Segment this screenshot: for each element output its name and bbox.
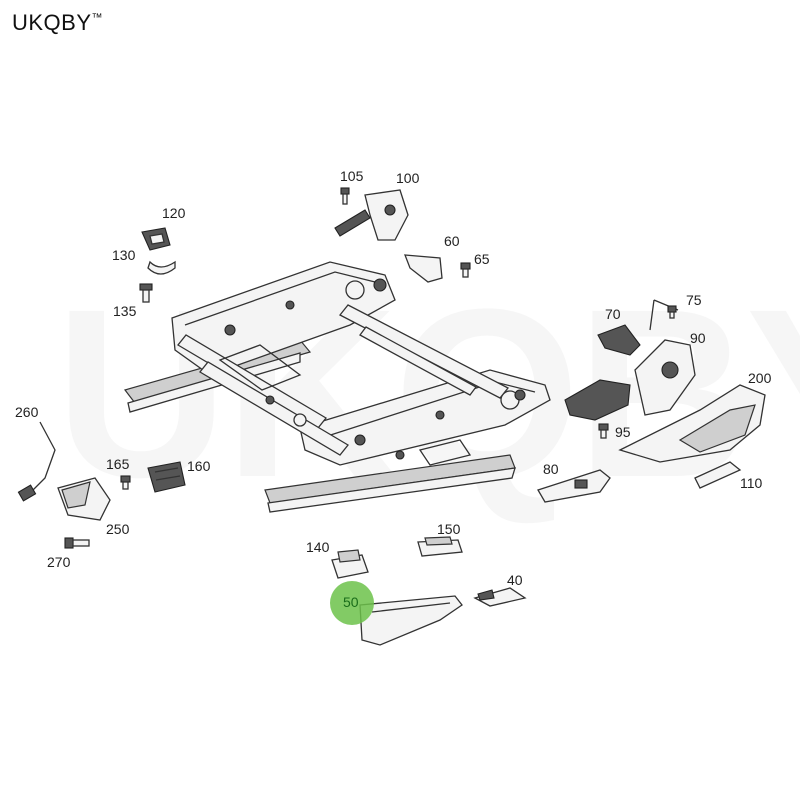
label-130: 130 [112, 247, 136, 263]
part-65-screw [460, 262, 471, 278]
label-200: 200 [748, 370, 772, 386]
label-60: 60 [444, 233, 460, 249]
part-150-clip [417, 536, 463, 557]
part-140-clip [331, 549, 369, 579]
part-110-trim [694, 461, 742, 489]
label-40: 40 [507, 572, 523, 588]
part-100-hinge-bracket [334, 189, 409, 241]
label-50: 50 [343, 594, 359, 610]
part-260-cable [17, 421, 56, 502]
label-100: 100 [396, 170, 420, 186]
part-130-clip [147, 260, 176, 275]
part-120-bracket [141, 227, 171, 251]
label-250: 250 [106, 521, 130, 537]
label-95: 95 [615, 424, 631, 440]
part-80-cover [537, 469, 611, 503]
label-165: 165 [106, 456, 130, 472]
label-65: 65 [474, 251, 490, 267]
brand-name: UKQBY [12, 10, 92, 35]
part-160-connector [147, 461, 186, 493]
part-75-screw [649, 299, 679, 331]
part-105-bolt [340, 187, 350, 205]
label-260: 260 [15, 404, 39, 420]
label-80: 80 [543, 461, 559, 477]
label-135: 135 [113, 303, 137, 319]
brand-trademark: ™ [91, 12, 104, 24]
part-200-side-trim [618, 384, 766, 463]
brand-logo: UKQBY™ [12, 10, 103, 36]
part-40-bracket [473, 587, 527, 607]
label-140: 140 [306, 539, 330, 555]
part-50-front-trim [359, 595, 463, 646]
label-270: 270 [47, 554, 71, 570]
part-95-screw [598, 423, 609, 439]
part-270-screw [64, 537, 90, 549]
part-90-motor-housing [564, 339, 696, 421]
part-135-bolt [139, 283, 153, 303]
part-labels: 105 100 120 130 60 65 135 75 70 90 200 2… [15, 168, 772, 610]
label-105: 105 [340, 168, 364, 184]
label-110: 110 [740, 475, 763, 491]
label-160: 160 [187, 458, 211, 474]
label-70: 70 [605, 306, 621, 322]
label-90: 90 [690, 330, 706, 346]
seat-frame-assembly [123, 261, 551, 513]
part-60-cover [404, 254, 443, 283]
label-120: 120 [162, 205, 186, 221]
part-250-cover [57, 477, 111, 521]
part-165-screw [120, 475, 131, 490]
label-75: 75 [686, 292, 702, 308]
label-150: 150 [437, 521, 461, 537]
part-70-bracket [597, 324, 641, 356]
highlight-marker [330, 581, 374, 625]
